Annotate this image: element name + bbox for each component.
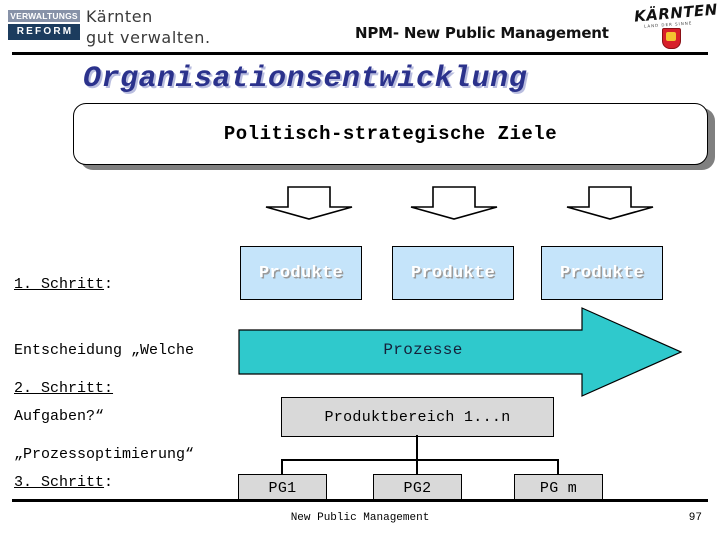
step-1-number: 1. Schritt xyxy=(14,276,105,293)
step-2-number: 2. Schritt: xyxy=(14,380,114,397)
step-3-number: 3. Schritt xyxy=(14,474,105,491)
logo-slogan-line-1: Kärnten xyxy=(86,7,153,26)
produkte-box-3-label: Produkte xyxy=(559,263,644,283)
produkte-box-1-label: Produkte xyxy=(258,263,343,283)
kaernten-crest-logo: KÄRNTEN LAND DER SINNE xyxy=(630,0,718,50)
tree-child-pg1-label: PG1 xyxy=(268,479,297,497)
tree-child-pgm: PG m xyxy=(514,474,603,502)
step-3-colon: : xyxy=(104,474,114,491)
verwaltungsreform-logo: VERWALTUNGS REFORM Kärnten gut verwalten… xyxy=(8,6,220,48)
tree-connector-drop-1 xyxy=(281,459,283,475)
step-2-block: 2. Schritt: „Prozessoptimierung“ xyxy=(14,334,194,510)
tree-child-pgm-label: PG m xyxy=(539,479,578,497)
tree-connector-stem xyxy=(416,435,418,460)
logo-badges: VERWALTUNGS REFORM xyxy=(8,10,80,40)
step-3-heading: 3. Schritt: xyxy=(14,472,149,494)
tree-connector-drop-3 xyxy=(557,459,559,475)
step-3-block: 3. Schritt: „Organisations- strukturen“ xyxy=(14,428,149,540)
step-1-block: 1. Schritt: Entscheidung „Welche Aufgabe… xyxy=(14,230,194,472)
step-1-line-2: Entscheidung „Welche xyxy=(14,342,195,359)
footer-page-number: 97 xyxy=(688,512,702,524)
header-title: NPM- New Public Management xyxy=(355,24,609,42)
tree-child-pg2: PG2 xyxy=(373,474,462,502)
step-2-line-2: „Prozessoptimierung“ xyxy=(14,446,195,463)
produkte-box-1: Produkte xyxy=(240,246,362,300)
step-2-heading: 2. Schritt: xyxy=(14,378,194,400)
produkte-box-2-label: Produkte xyxy=(410,263,495,283)
footer-text: New Public Management xyxy=(290,512,430,524)
down-arrow-icon-1 xyxy=(265,186,353,220)
tree-connector-bus xyxy=(281,459,559,461)
header-divider xyxy=(12,52,708,55)
logo-badge-reform: REFORM xyxy=(8,24,80,40)
logo-slogan: Kärnten gut verwalten. xyxy=(86,6,211,48)
footer-divider xyxy=(12,499,708,502)
down-arrow-icon-2 xyxy=(410,186,498,220)
goals-box-label: Politisch-strategische Ziele xyxy=(223,123,558,145)
produkte-box-3: Produkte xyxy=(541,246,663,300)
tree-connector-drop-2 xyxy=(416,459,418,475)
page-title: Organisationsentwicklung xyxy=(83,62,528,96)
tree-root-produktbereich: Produktbereich 1...n xyxy=(281,397,554,437)
prozesse-arrow-shape xyxy=(238,307,682,397)
logo-badge-verwaltungs: VERWALTUNGS xyxy=(8,10,80,22)
logo-slogan-line-2: gut verwalten. xyxy=(86,28,211,47)
coat-of-arms-icon xyxy=(662,28,681,49)
down-arrow-icon-3 xyxy=(566,186,654,220)
produkte-box-2: Produkte xyxy=(392,246,514,300)
step-1-colon: : xyxy=(104,276,114,293)
tree-child-pg2-label: PG2 xyxy=(403,479,432,497)
step-1-line-3: Aufgaben?“ xyxy=(14,408,105,425)
goals-box: Politisch-strategische Ziele xyxy=(73,103,708,165)
prozesse-label: Prozesse xyxy=(383,341,463,359)
step-1-heading: 1. Schritt: xyxy=(14,274,194,296)
tree-root-label: Produktbereich 1...n xyxy=(324,408,511,426)
tree-child-pg1: PG1 xyxy=(238,474,327,502)
